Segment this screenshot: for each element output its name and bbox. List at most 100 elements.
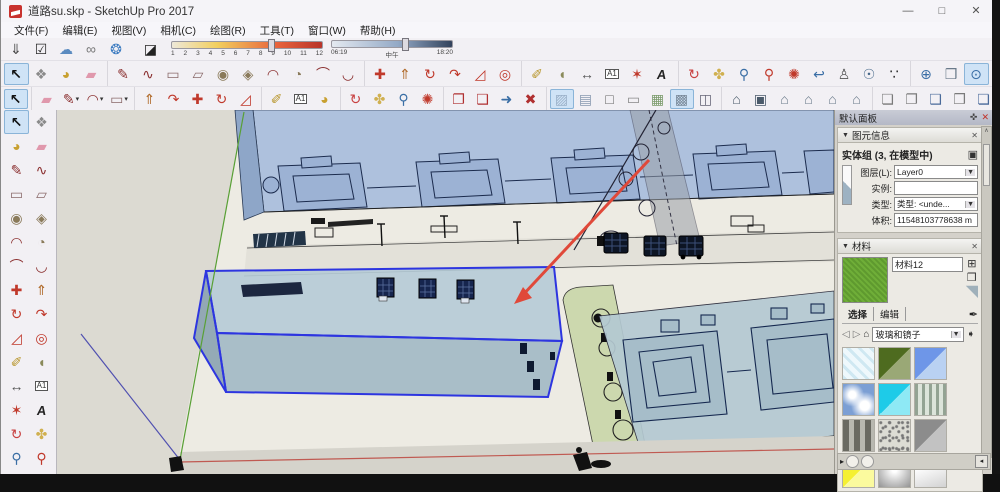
selected-group-box[interactable] <box>192 265 564 399</box>
axes-tool-icon[interactable]: ✶ <box>631 66 643 82</box>
zoom-extents-icon[interactable]: ✺ <box>788 66 800 82</box>
section-cuts-icon[interactable]: ❒ <box>944 66 958 82</box>
shadows-toggle-icon[interactable]: ◪ <box>143 41 158 57</box>
arc-tool-icon[interactable]: ◠▾ <box>86 91 104 107</box>
push-pull-icon[interactable]: ⇑ <box>143 91 156 107</box>
menu-item[interactable]: 编辑(E) <box>62 24 98 37</box>
section-plane-icon[interactable]: ⊕ <box>920 66 932 82</box>
orbit-tool-icon[interactable]: ↻ <box>349 91 362 107</box>
eraser-icon[interactable]: ▰ <box>85 66 97 82</box>
shadow-time-thumb[interactable] <box>402 37 409 51</box>
wireframe-style-icon[interactable]: □ <box>605 91 614 107</box>
select-tool-icon[interactable]: ↖ <box>4 110 29 134</box>
rectangle-tool-icon[interactable]: ▭ <box>9 186 24 202</box>
details-toggle-icon[interactable]: ▣ <box>967 149 978 161</box>
field-control[interactable]: 11548103778638 m <box>894 213 978 227</box>
freehand-tool-icon[interactable]: ∿ <box>35 162 48 178</box>
create-material-icon[interactable]: ⊞ <box>967 258 977 270</box>
rotated-rectangle-icon[interactable]: ▱ <box>36 186 47 202</box>
zoom-tool-icon[interactable]: ⚲ <box>398 91 409 107</box>
component-save-icon[interactable]: ❏ <box>977 91 990 107</box>
swatch-glass-olive[interactable] <box>878 347 911 380</box>
shadow-date-strip[interactable] <box>171 39 323 52</box>
move-tool-icon[interactable]: ✚ <box>10 282 23 298</box>
follow-me-icon[interactable]: ↷ <box>167 91 180 107</box>
component-edit-icon[interactable]: ❏ <box>881 91 894 107</box>
material-name-input[interactable]: 材料12 <box>892 257 963 272</box>
collection-dropdown[interactable]: 玻璃和镜子 ▼ <box>872 327 964 342</box>
field-control[interactable] <box>894 181 978 195</box>
three-point-arc-icon[interactable]: ◡ <box>341 66 355 82</box>
maximize-button[interactable]: □ <box>938 5 946 17</box>
field-control[interactable]: Layer0 ▼ <box>894 165 978 179</box>
rectangle-tool-icon[interactable]: ▭ <box>166 66 180 82</box>
select-tool-icon[interactable]: ↖ <box>4 89 28 109</box>
scrollbar-thumb[interactable] <box>983 144 990 186</box>
tape-measure-icon[interactable]: ✐ <box>531 66 543 82</box>
text-tool-icon[interactable]: A1 <box>605 69 619 79</box>
paint-bucket-icon[interactable]: ◕ <box>61 66 71 82</box>
scroll-knob[interactable] <box>846 455 860 468</box>
freehand-tool-icon[interactable]: ∿ <box>142 66 154 82</box>
orbit-tool-icon[interactable]: ↻ <box>10 426 23 442</box>
model-validate-icon[interactable]: ☑ <box>34 41 48 57</box>
axes-tool-icon[interactable]: ✶ <box>10 402 23 418</box>
walk-tool-icon[interactable]: ∵ <box>889 66 899 82</box>
swatch-glass-tiles[interactable] <box>842 419 875 452</box>
viewport[interactable] <box>57 109 835 475</box>
scroll-knob[interactable] <box>861 455 875 468</box>
trimble-connect-icon[interactable]: ❂ <box>110 41 122 57</box>
3d-text-icon[interactable]: A <box>35 402 48 418</box>
polygon-tool-icon[interactable]: ◈ <box>36 210 47 226</box>
swatch-glass-diamond[interactable] <box>842 347 875 380</box>
swatch-glass-blue[interactable] <box>914 347 947 380</box>
scale-tool-icon[interactable]: ◿ <box>11 330 22 346</box>
offset-tool-icon[interactable]: ◎ <box>35 330 48 346</box>
tape-measure-icon[interactable]: ✐ <box>270 91 283 107</box>
protractor-icon[interactable]: ◖ <box>557 66 567 82</box>
panel-bottom-scrollbar[interactable]: ▸ ◂ <box>837 453 991 470</box>
scroll-up-icon[interactable]: ∧ <box>984 128 989 134</box>
back-edges-style-icon[interactable]: ▤ <box>578 91 593 107</box>
move-tool-icon[interactable]: ✚ <box>191 91 204 107</box>
pie-tool-icon[interactable]: ◔ <box>37 234 46 250</box>
scale-tool-icon[interactable]: ◿ <box>474 66 486 82</box>
scroll-left-icon[interactable]: ▸ <box>840 457 845 466</box>
rotated-rectangle-icon[interactable]: ▱ <box>192 66 204 82</box>
arc-tool-icon[interactable]: ◠ <box>10 234 23 250</box>
scroll-right-icon[interactable]: ◂ <box>975 455 988 468</box>
paint-bucket-icon[interactable]: ◕ <box>320 91 329 107</box>
circle-tool-icon[interactable]: ◉ <box>216 66 230 82</box>
menu-item[interactable]: 帮助(H) <box>359 24 396 37</box>
back-view-icon[interactable]: ⌂ <box>852 91 861 107</box>
menu-item[interactable]: 绘图(R) <box>210 24 246 37</box>
add-link-icon[interactable]: ∞ <box>86 41 96 57</box>
line-tool-icon[interactable]: ✎▾ <box>62 91 80 107</box>
materials-header[interactable]: ▼ 材料 ✕ <box>837 238 983 254</box>
details-arrow-icon[interactable]: ➧ <box>966 329 975 340</box>
component-lock-icon[interactable]: ❐ <box>905 91 918 107</box>
swatch-glass-stripes[interactable] <box>914 383 947 416</box>
top-view-icon[interactable]: ▣ <box>753 91 768 107</box>
follow-me-icon[interactable]: ↷ <box>449 66 461 82</box>
rectangle-tool-icon[interactable]: ▭▾ <box>110 91 128 107</box>
menu-item[interactable]: 窗口(W) <box>308 24 346 37</box>
polygon-tool-icon[interactable]: ◈ <box>242 66 254 82</box>
tray-title-bar[interactable]: 默认面板 ✜ ✕ <box>835 110 993 125</box>
rotate-tool-icon[interactable]: ↻ <box>424 66 436 82</box>
select-tool-icon[interactable]: ↖ <box>4 63 29 85</box>
pan-tool-icon[interactable]: ✤ <box>373 91 386 107</box>
swatch-glass-cyan[interactable] <box>878 383 911 416</box>
eyedropper-icon[interactable]: ✒ <box>968 308 978 321</box>
zoom-extents-icon[interactable]: ✺ <box>421 91 434 107</box>
two-point-arc-icon[interactable]: ⌒ <box>9 258 24 274</box>
dimension-icon[interactable]: ↔ <box>580 66 594 82</box>
follow-me-icon[interactable]: ↷ <box>35 306 48 322</box>
style-browser-icon[interactable]: ❐ <box>452 91 465 107</box>
circle-tool-icon[interactable]: ◉ <box>10 210 23 226</box>
arc-tool-icon[interactable]: ◠ <box>266 66 280 82</box>
front-view-icon[interactable]: ⌂ <box>780 91 789 107</box>
swatch-glass-sky-clouds[interactable] <box>842 383 875 416</box>
right-view-icon[interactable]: ⌂ <box>804 91 813 107</box>
entity-info-header[interactable]: ▼ 图元信息 ✕ <box>837 127 983 143</box>
